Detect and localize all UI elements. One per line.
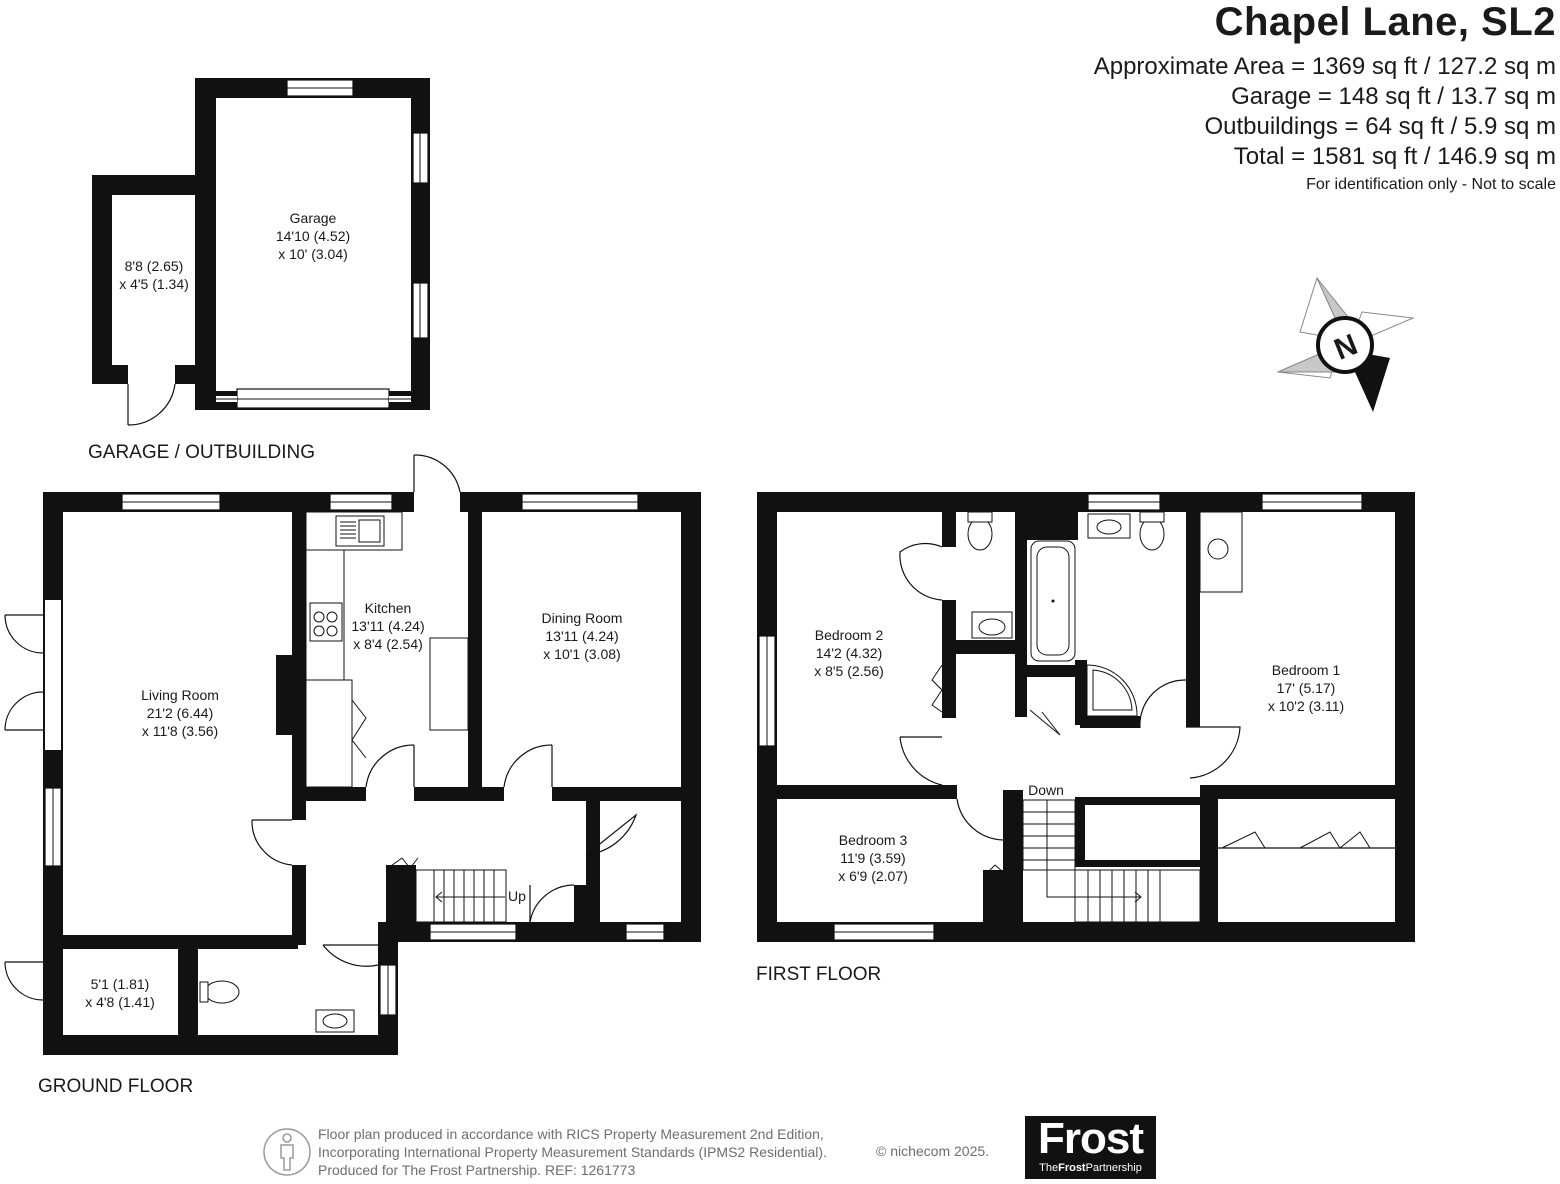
footer-text: Floor plan produced in accordance with R…	[318, 1125, 827, 1179]
first-floor-plan	[757, 492, 1415, 942]
bed3-dim2: x 6'9 (2.07)	[838, 868, 908, 884]
bed1-name: Bedroom 1	[1272, 662, 1341, 678]
outbuilding-dim2: x 4'5 (1.34)	[119, 276, 189, 292]
bed2-name: Bedroom 2	[815, 627, 884, 643]
section-ground-label: GROUND FLOOR	[38, 1076, 193, 1097]
room-labels: Garage 14'10 (4.52) x 10' (3.04) 8'8 (2.…	[85, 210, 1344, 1010]
living-name: Living Room	[141, 687, 219, 703]
section-labels: GARAGE / OUTBUILDING GROUND FLOOR FIRST …	[38, 442, 881, 1097]
outbuilding-dim1: 8'8 (2.65)	[125, 258, 184, 274]
living-dim2: x 11'8 (3.56)	[142, 723, 218, 739]
kitchen-dim2: x 8'4 (2.54)	[353, 636, 423, 652]
logo-wordmark: Frost	[1038, 1114, 1144, 1163]
kitchen-name: Kitchen	[365, 600, 412, 616]
frost-logo: Frost TheFrostPartnership	[1025, 1116, 1156, 1179]
garage-area: Garage = 148 sq ft / 13.7 sq m	[1231, 83, 1556, 110]
bed3-dim1: 11'9 (3.59)	[840, 850, 905, 866]
kitchen-dim1: 13'11 (4.24)	[351, 618, 424, 634]
store-dim2: x 4'8 (1.41)	[85, 994, 155, 1010]
section-first-label: FIRST FLOOR	[756, 964, 881, 985]
garage-dim2: x 10' (3.04)	[278, 246, 348, 262]
garage-name: Garage	[290, 210, 337, 226]
footer-line-2: Incorporating International Property Mea…	[318, 1144, 827, 1160]
stairs-down-label: Down	[1028, 782, 1064, 798]
bed1-dim2: x 10'2 (3.11)	[1268, 698, 1344, 714]
scale-note: For identification only - Not to scale	[1306, 176, 1556, 193]
dining-dim2: x 10'1 (3.08)	[543, 646, 620, 662]
approx-area: Approximate Area = 1369 sq ft / 127.2 sq…	[1093, 53, 1556, 80]
ground-stairs	[387, 857, 507, 923]
living-dim1: 21'2 (6.44)	[147, 705, 214, 721]
section-garage-label: GARAGE / OUTBUILDING	[88, 442, 315, 463]
footer-line-1: Floor plan produced in accordance with R…	[318, 1126, 824, 1142]
ground-floor-plan	[4, 454, 701, 1055]
area-summary: Approximate Area = 1369 sq ft / 127.2 sq…	[1094, 52, 1556, 198]
bed2-dim1: 14'2 (4.32)	[816, 645, 883, 661]
bed3-name: Bedroom 3	[839, 832, 908, 848]
bed1-dim1: 17' (5.17)	[1277, 680, 1336, 696]
first-stairs	[1022, 799, 1201, 923]
footer-line-3: Produced for The Frost Partnership. REF:…	[318, 1162, 636, 1178]
outbuildings-area: Outbuildings = 64 sq ft / 5.9 sq m	[1204, 113, 1556, 140]
garage-dim1: 14'10 (4.52)	[276, 228, 350, 244]
store-dim1: 5'1 (1.81)	[91, 976, 150, 992]
person-icon	[263, 1128, 311, 1176]
logo-tagline: TheFrostPartnership	[1039, 1162, 1142, 1174]
total-area: Total = 1581 sq ft / 146.9 sq m	[1233, 143, 1556, 170]
dining-name: Dining Room	[542, 610, 623, 626]
dining-dim1: 13'11 (4.24)	[545, 628, 618, 644]
stairs-up-label: Up	[508, 888, 526, 904]
property-title: Chapel Lane, SL2	[1214, 0, 1556, 44]
compass-icon: N	[1276, 276, 1415, 412]
copyright: © nichecom 2025.	[876, 1143, 990, 1159]
garage-outbuilding-plan	[92, 78, 430, 426]
bed2-dim2: x 8'5 (2.56)	[814, 663, 884, 679]
